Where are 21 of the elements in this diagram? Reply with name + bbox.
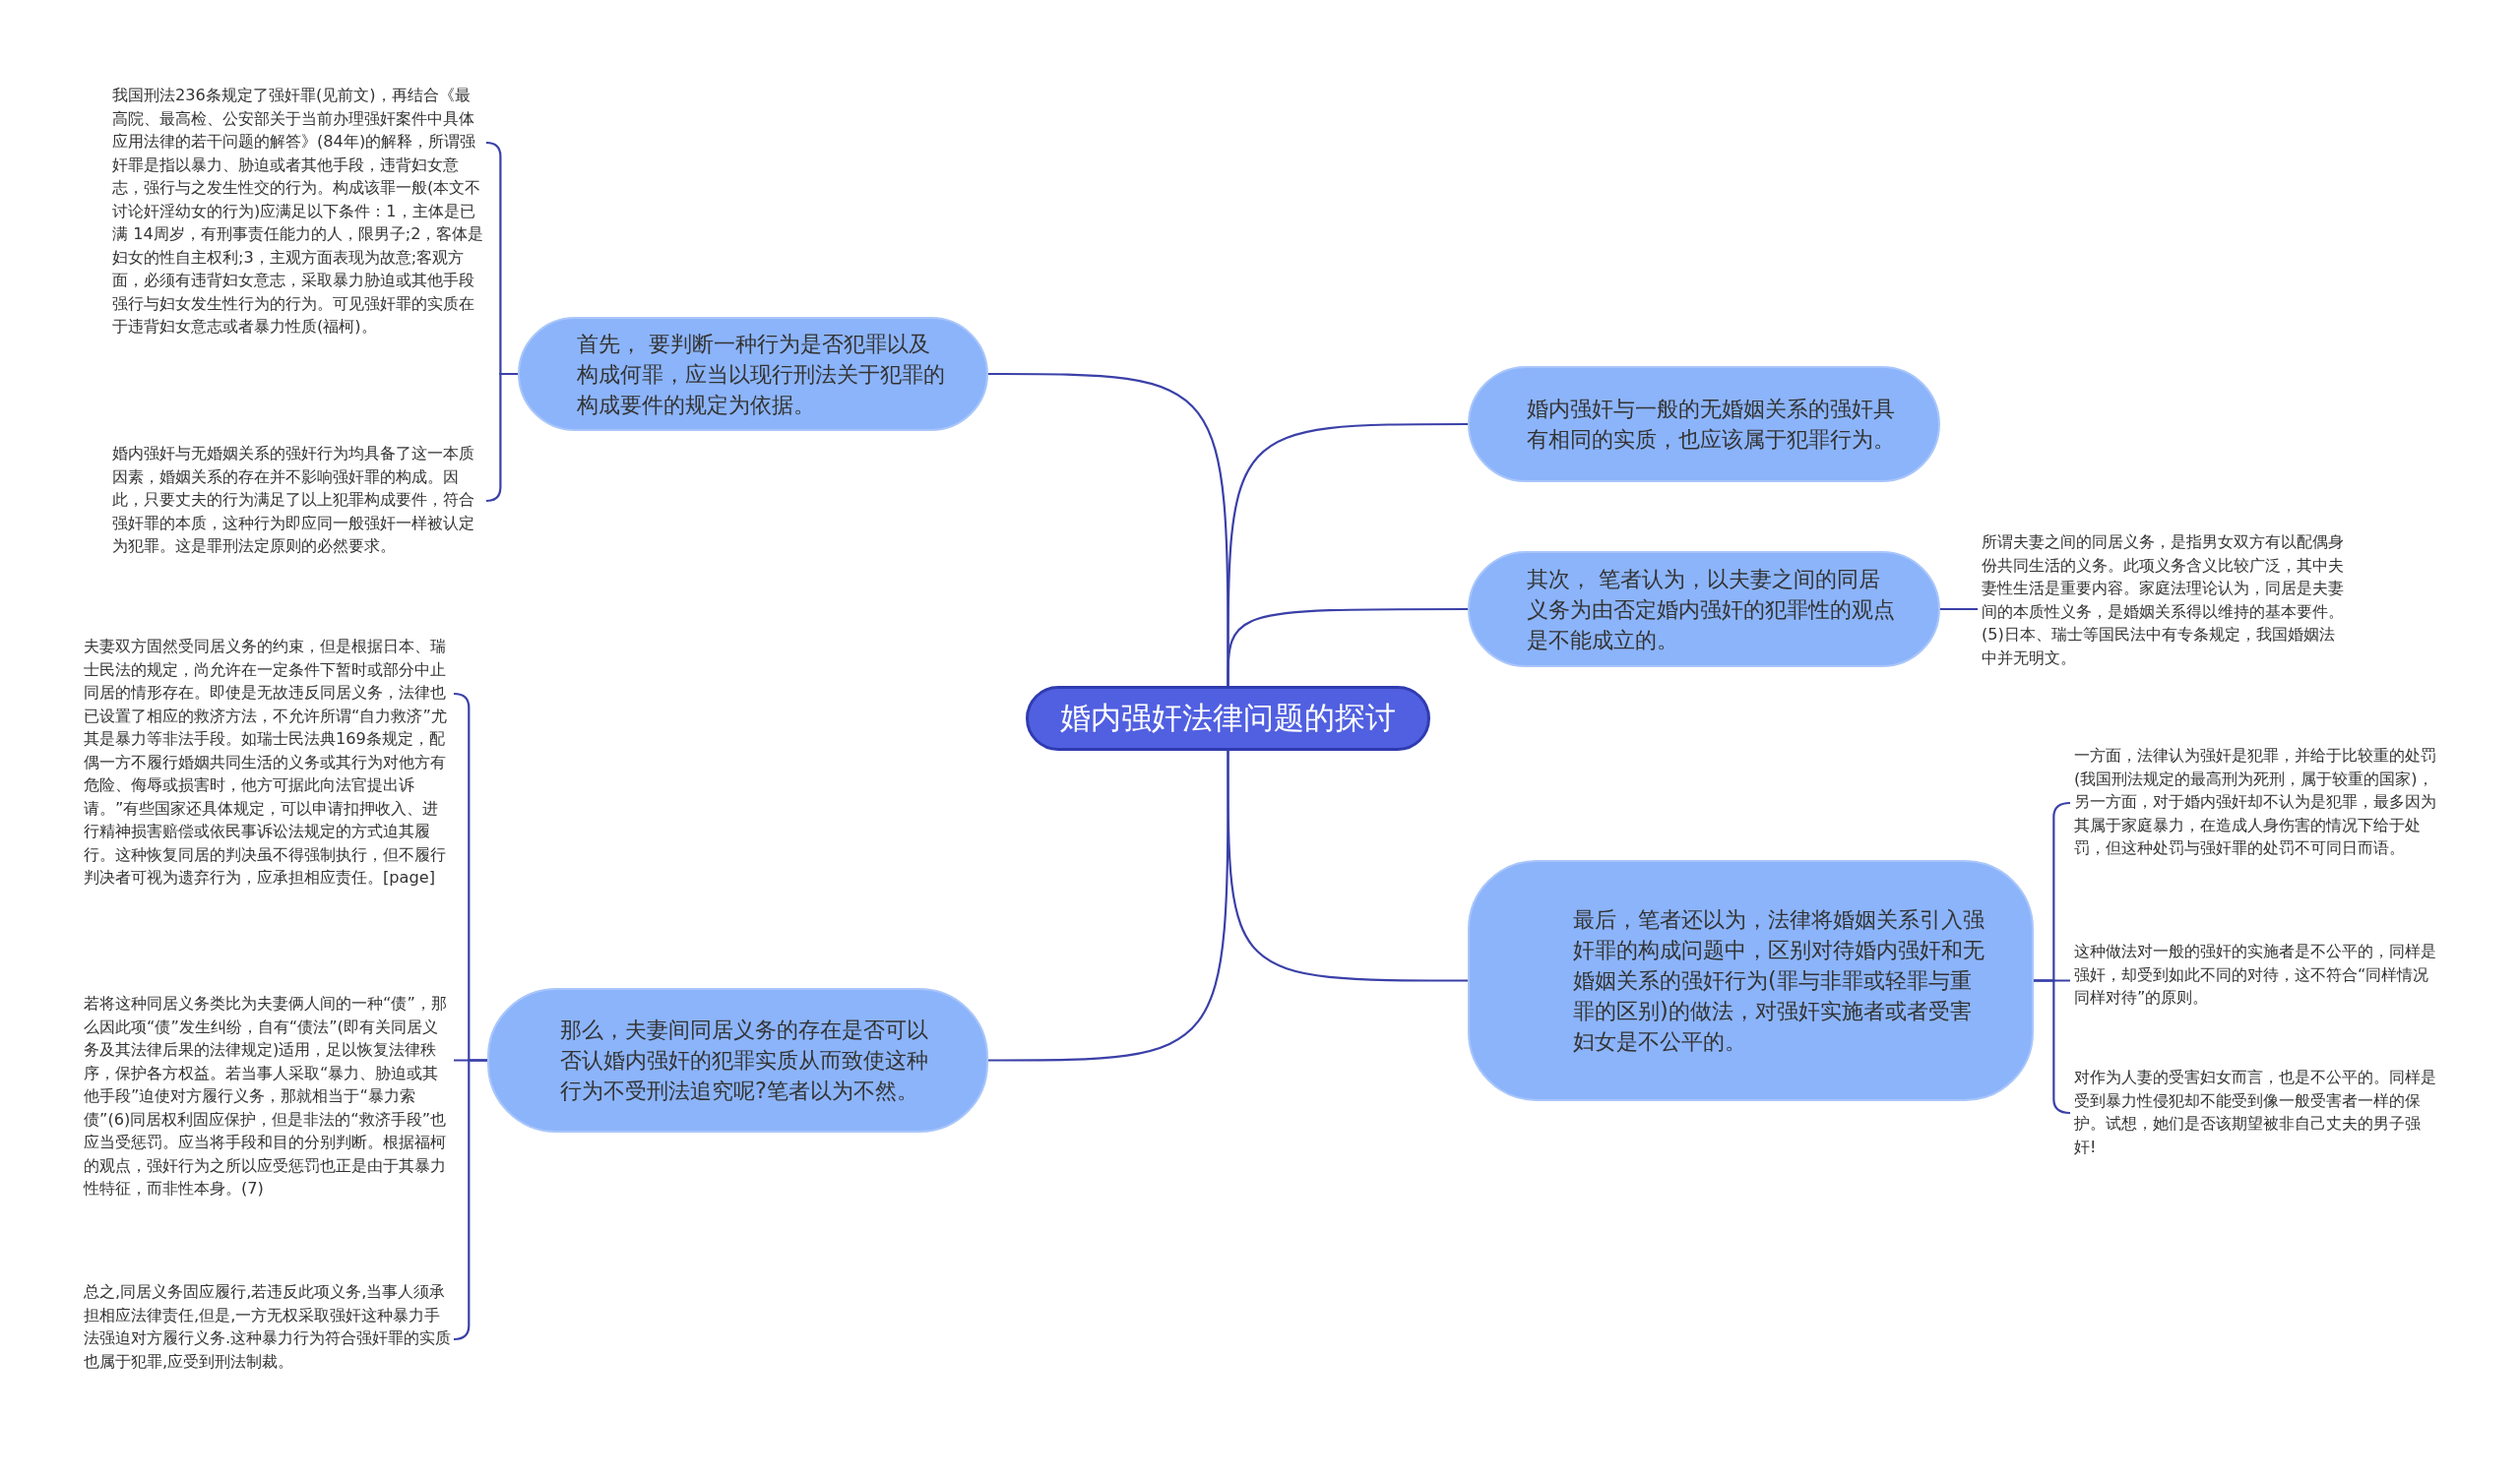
connector-line: [1940, 607, 1978, 611]
connector-line: [453, 1059, 487, 1341]
note-text: 婚内强奸与无婚姻关系的强奸行为均具备了这一本质因素，婚姻关系的存在并不影响强奸罪的构成。因此，只要丈夫的行为满足了以上犯罪构成要件，符合强奸罪的本质，这种行为即应同一般强奸一样被认定为犯罪。这是罪刑法定原则的必然要求。: [112, 442, 484, 582]
topic-bubble: 那么，夫妻间同居义务的存在是否可以否认婚内强奸的犯罪实质从而致使这种行为不受刑法追究呢?笔者以为不然。: [487, 988, 988, 1133]
topic-bubble: 首先， 要判断一种行为是否犯罪以及构成何罪，应当以现行刑法关于犯罪的构成要件的规定为依据。: [518, 317, 988, 431]
topic-bubble: 婚内强奸与一般的无婚姻关系的强奸具有相同的实质，也应该属于犯罪行为。: [1468, 366, 1940, 482]
connector-line: [2034, 979, 2071, 1115]
connector-line: [485, 372, 518, 503]
note-text: 这种做法对一般的强奸的实施者是不公平的，同样是强奸，却受到如此不同的对待，这不符合“同样情况同样对待”的原则。: [2074, 940, 2442, 1013]
connector-line: [1227, 751, 1468, 982]
note-text: 总之,同居义务固应履行,若违反此项义务,当事人须承担相应法律责任,但是,一方无权采取强奸这种暴力手法强迫对方履行义务.这种暴力行为符合强奸罪的实质也属于犯罪,应受到刑法制裁。: [84, 1280, 452, 1398]
topic-bubble: 其次， 笔者认为，以夫妻之间的同居义务为由否定婚内强奸的犯罪性的观点是不能成立的。: [1468, 551, 1940, 667]
note-text: 夫妻双方固然受同居义务的约束，但是根据日本、瑞士民法的规定，尚允许在一定条件下暂时或部分中止同居的情形存在。即使是无故违反同居义务，法律也已设置了相应的救济方法，不允许所谓“自力救济”尤其是暴力等非法手段。如瑞士民法典169条规定，配偶一方不履行婚姻共同生活的义务或其行为对他方有危险、侮辱或损害时，他方可据此向法官提出诉请。”有些国家还具体规定，可以申请扣押收入、进行精神损害赔偿或依民事诉讼法规定的方式迫其履行。这种恢复同居的判决虽不得强制执行，但不履行判决者可视为遗弃行为，应承担相应责任。[page]: [84, 635, 452, 942]
note-text: 对作为人妻的受害妇女而言，也是不公平的。同样是受到暴力性侵犯却不能受到像一般受害者一样的保护。试想，她们是否该期望被非自己丈夫的男子强奸!: [2074, 1066, 2442, 1160]
topic-bubble: 最后，笔者还以为，法律将婚姻关系引入强奸罪的构成问题中，区别对待婚内强奸和无婚姻关系的强奸行为(罪与非罪或轻罪与重罪的区别)的做法，对强奸实施者或者受害妇女是不公平的。: [1468, 860, 2034, 1101]
note-text: 一方面，法律认为强奸是犯罪，并给于比较重的处罚(我国刑法规定的最高刑为死刑，属于较重的国家)，另一方面，对于婚内强奸却不认为是犯罪，最多因为其属于家庭暴力，在造成人身伤害的情况下给于处罚，但这种处罚与强奸罪的处罚不可同日而语。: [2074, 744, 2442, 886]
central-topic: 婚内强奸法律问题的探讨: [1026, 686, 1430, 751]
note-text: 所谓夫妻之间的同居义务，是指男女双方有以配偶身份共同生活的义务。此项义务含义比较广泛，其中夫妻性生活是重要内容。家庭法理论认为，同居是夫妻间的本质性义务，是婚姻关系得以维持的基本要件。(5)日本、瑞士等国民法中有专条规定，我国婚姻法中并无明文。: [1982, 530, 2348, 696]
connector-line: [1227, 607, 1468, 686]
note-text: 我国刑法236条规定了强奸罪(见前文)，再结合《最高院、最高检、公安部关于当前办理强奸案件中具体应用法律的若干问题的解答》(84年)的解释，所谓强奸罪是指以暴力、胁迫或者其他手段，违背妇女意志，强行与之发生性交的行为。构成该罪一般(本文不讨论奸淫幼女的行为)应满足以下条件：1，主体是已满 14周岁，有刑事责任能力的人，限男子;2，客体是妇女的性自主权利;3，主观方面表现为故意;客观方面，必须有违背妇女意志，采取暴力胁迫或其他手段强行与妇女发生性行为的行为。可见强奸罪的实质在于违背妇女意志或者暴力性质(福柯)。: [112, 84, 484, 389]
note-text: 若将这种同居义务类比为夫妻俩人间的一种“债”，那么因此项“债”发生纠纷，自有“债法”(即有关同居义务及其法律后果的法律规定)适用，足以恢复法律秩序，保护各方权益。若当事人采取“暴力、胁迫或其他手段”迫使对方履行义务，那就相当于“暴力索债”(6)同居权利固应保护，但是非法的“救济手段”也应当受惩罚。应当将手段和目的分别判断。根据福柯的观点，强奸行为之所以应受惩罚也正是由于其暴力性特征，而非性本身。(7): [84, 992, 452, 1228]
